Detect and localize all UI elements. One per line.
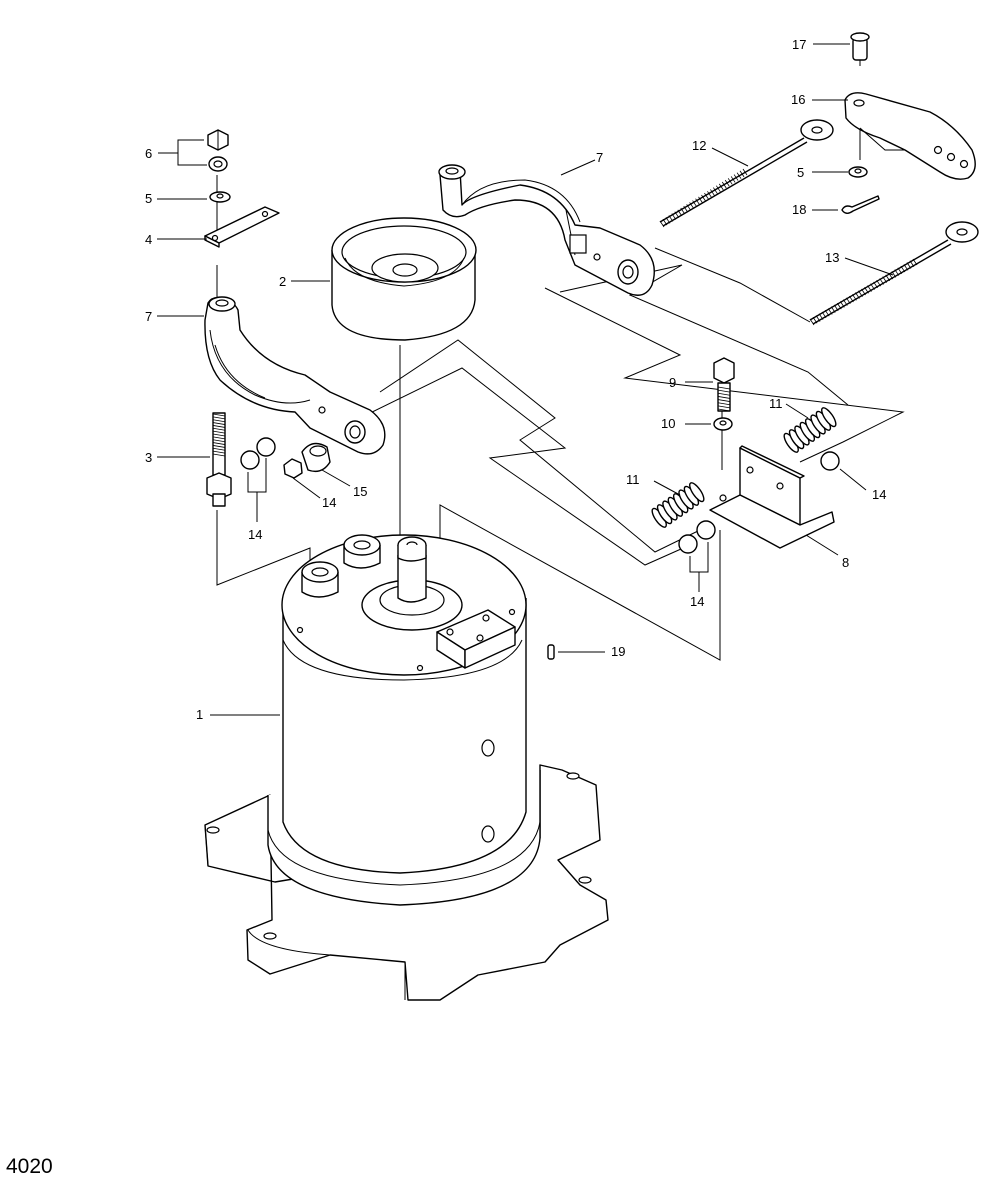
part-4-plate bbox=[204, 206, 280, 248]
part-1-motor bbox=[204, 534, 609, 1001]
part-6-nuts bbox=[207, 129, 229, 172]
part-15-cap-nut bbox=[301, 442, 331, 473]
callout-10: 10 bbox=[661, 416, 675, 431]
part-5-washer-left bbox=[209, 191, 231, 203]
callout-labels: 17 16 12 5 18 13 6 5 4 7 2 7 9 10 11 11 … bbox=[145, 37, 886, 722]
part-2-pulley bbox=[331, 217, 477, 341]
part-18-cotter-pin bbox=[841, 195, 880, 214]
callout-12: 12 bbox=[692, 138, 706, 153]
callout-14-b: 14 bbox=[322, 495, 336, 510]
figure-number: 4020 bbox=[6, 1155, 53, 1178]
part-12-rod-eye bbox=[659, 119, 834, 228]
callout-5-right: 5 bbox=[797, 165, 804, 180]
callout-15: 15 bbox=[353, 484, 367, 499]
callout-1: 1 bbox=[196, 707, 203, 722]
callout-5-left: 5 bbox=[145, 191, 152, 206]
callout-17: 17 bbox=[792, 37, 806, 52]
callout-11-left: 11 bbox=[626, 472, 640, 487]
part-11-spring-left bbox=[651, 482, 705, 528]
callout-11-right: 11 bbox=[769, 396, 783, 411]
part-11-spring-right bbox=[783, 407, 837, 453]
callout-14-c: 14 bbox=[872, 487, 886, 502]
part-7-strap-left bbox=[204, 296, 386, 455]
part-9-bolt bbox=[713, 357, 735, 412]
callout-8: 8 bbox=[842, 555, 849, 570]
part-19-key bbox=[547, 644, 555, 660]
callout-7-left: 7 bbox=[145, 309, 152, 324]
part-5-washer-right bbox=[848, 166, 868, 178]
callout-6: 6 bbox=[145, 146, 152, 161]
callout-14-d: 14 bbox=[690, 594, 704, 609]
callout-19: 19 bbox=[611, 644, 625, 659]
callout-4: 4 bbox=[145, 232, 152, 247]
callout-9: 9 bbox=[669, 375, 676, 390]
part-16-lever bbox=[844, 92, 976, 180]
part-10-washer bbox=[713, 417, 733, 431]
callout-18: 18 bbox=[792, 202, 806, 217]
part-7-strap-right bbox=[438, 164, 655, 296]
part-3-stud bbox=[206, 412, 232, 507]
part-14-nuts-left bbox=[240, 437, 303, 479]
leader-lines bbox=[157, 43, 894, 716]
part-17-clevis-pin bbox=[850, 32, 870, 66]
callout-7-right: 7 bbox=[596, 150, 603, 165]
callout-3: 3 bbox=[145, 450, 152, 465]
part-8-bracket bbox=[709, 445, 835, 549]
callout-16: 16 bbox=[791, 92, 805, 107]
callout-14-a: 14 bbox=[248, 527, 262, 542]
part-14-nuts-right bbox=[678, 451, 840, 554]
callout-13: 13 bbox=[825, 250, 839, 265]
callout-2: 2 bbox=[279, 274, 286, 289]
part-13-rod-eye bbox=[809, 221, 979, 326]
